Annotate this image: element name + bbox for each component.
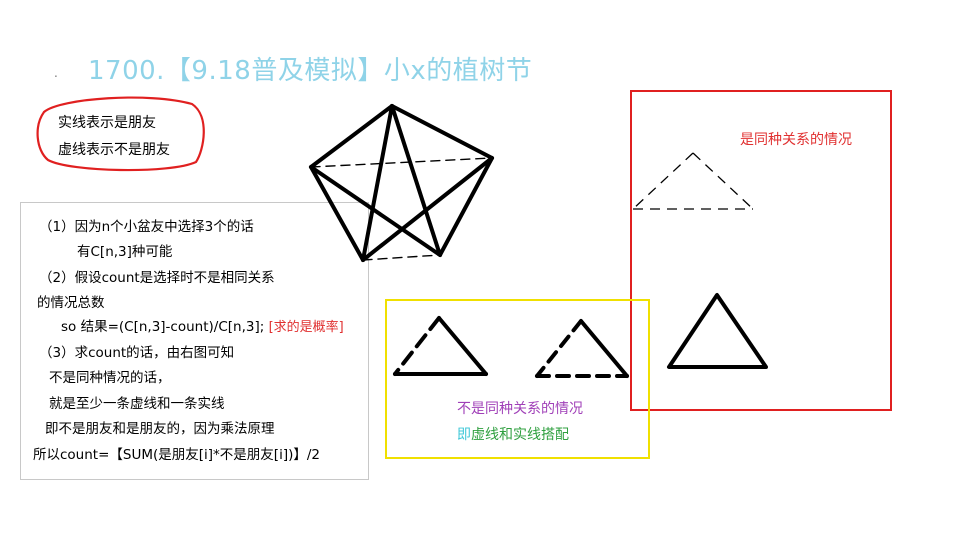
all-dashed-triangle <box>632 152 754 210</box>
probability-note: [求的是概率] <box>268 320 344 335</box>
explanation-line-1: （1）因为n个小盆友中选择3个的话 <box>39 219 254 235</box>
explanation-line-4: 的情况总数 <box>37 295 105 311</box>
explanation-line-5: so 结果=(C[n,3]-count)/C[n,3]; [求的是概率] <box>61 315 344 335</box>
legend-solid-line: 实线表示是朋友 <box>58 115 156 131</box>
explanation-line-10: 所以count=【SUM(是朋友[i]*不是朋友[i])】/2 <box>33 447 320 463</box>
explanation-line-7: 不是同种情况的话， <box>49 370 171 386</box>
different-relation-caption: 不是同种关系的情况 <box>457 401 583 417</box>
explanation-line-6: （3）求count的话，由右图可知 <box>39 345 235 361</box>
legend-dashed-line: 虚线表示不是朋友 <box>58 142 170 158</box>
different-relation-box <box>385 299 650 459</box>
mixed-triangle-1 <box>393 316 488 376</box>
explanation-box: （1）因为n个小盆友中选择3个的话 有C[n,3]种可能 （2）假设count是… <box>20 202 369 480</box>
title-bullet: . <box>54 66 58 80</box>
same-relation-box <box>630 90 892 411</box>
result-formula: so 结果=(C[n,3]-count)/C[n,3]; <box>61 319 265 335</box>
pentagon-graph <box>309 104 494 262</box>
legend-highlight-circle <box>36 96 205 172</box>
mixed-triangle-2 <box>535 319 629 378</box>
page-title: 1700.【9.18普及模拟】小x的植树节 <box>88 56 533 86</box>
explanation-line-3: （2）假设count是选择时不是相同关系 <box>39 270 275 286</box>
all-solid-triangle <box>667 293 768 369</box>
explanation-line-2: 有C[n,3]种可能 <box>77 244 173 260</box>
explanation-line-9: 即不是朋友和是朋友的，因为乘法原理 <box>45 421 275 437</box>
mix-caption-prefix: 即 <box>457 427 471 443</box>
same-relation-caption: 是同种关系的情况 <box>740 132 852 148</box>
mix-caption: 即虚线和实线搭配 <box>457 424 569 444</box>
mix-caption-text: 虚线和实线搭配 <box>471 427 569 443</box>
explanation-line-8: 就是至少一条虚线和一条实线 <box>49 396 225 412</box>
